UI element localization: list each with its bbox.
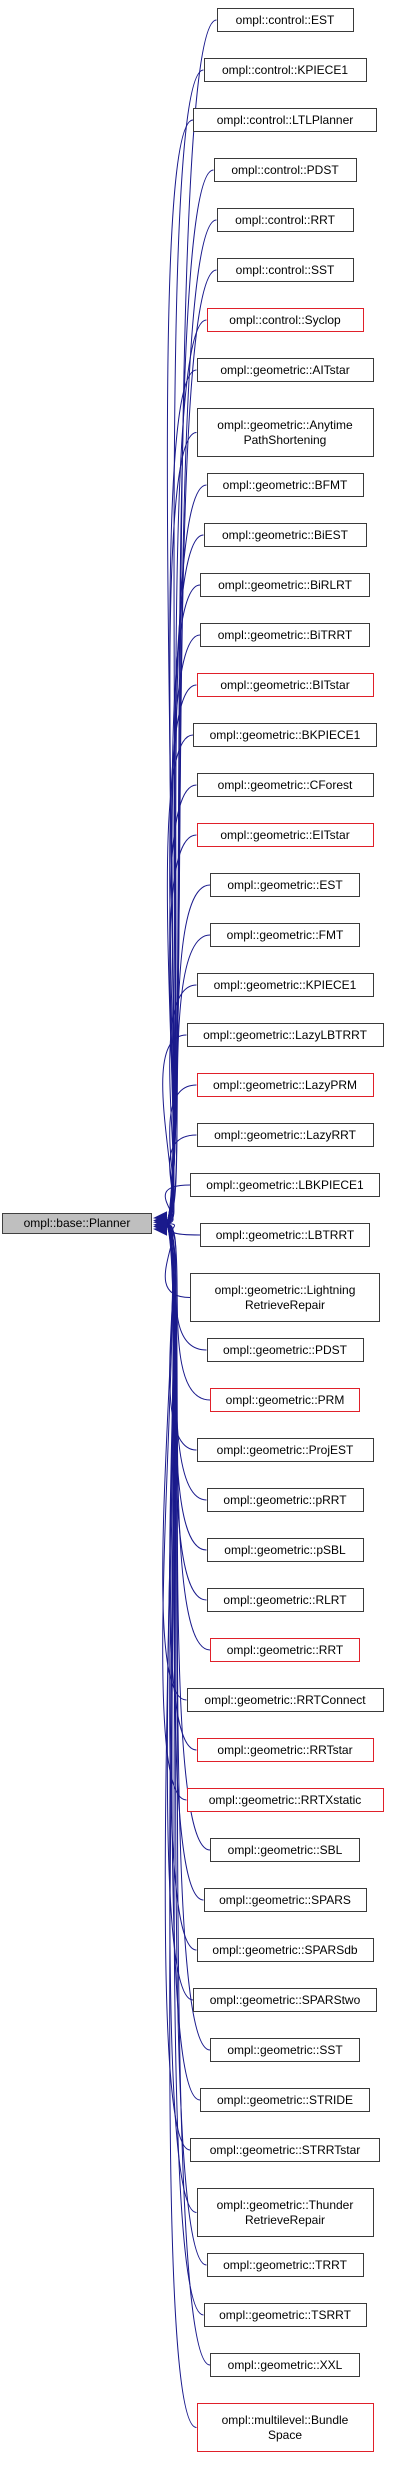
class-node-geometric-cforest[interactable]: ompl::geometric::CForest <box>196 773 374 797</box>
inheritance-edge <box>164 1223 211 1401</box>
class-node-geometric-lightning-retrieverepair[interactable]: ompl::geometric::Lightning RetrieveRepai… <box>190 1273 380 1322</box>
class-node-geometric-strrtstar[interactable]: ompl::geometric::STRRTstar <box>190 2138 380 2162</box>
class-node-geometric-pdst[interactable]: ompl::geometric::PDST <box>206 1338 364 1362</box>
inheritance-edge <box>164 1223 211 2366</box>
class-node-geometric-sparstwo[interactable]: ompl::geometric::SPARStwo <box>193 1988 377 2012</box>
class-node-geometric-sparsdb[interactable]: ompl::geometric::SPARSdb <box>196 1938 374 1962</box>
class-node-geometric-rrtstar[interactable]: ompl::geometric::RRTstar <box>196 1738 374 1762</box>
class-node-geometric-lbtrrt[interactable]: ompl::geometric::LBTRRT <box>200 1223 370 1247</box>
class-node-geometric-psbl[interactable]: ompl::geometric::pSBL <box>206 1538 364 1562</box>
class-node-geometric-bitstar[interactable]: ompl::geometric::BITstar <box>196 673 374 697</box>
class-node-geometric-prrt[interactable]: ompl::geometric::pRRT <box>206 1488 364 1512</box>
class-node-geometric-rlrt[interactable]: ompl::geometric::RLRT <box>206 1588 364 1612</box>
class-node-geometric-aitstar[interactable]: ompl::geometric::AITstar <box>196 358 374 382</box>
inheritance-edge <box>164 1223 197 2428</box>
inheritance-edge <box>164 1223 197 1451</box>
inheritance-edge <box>164 1084 197 1224</box>
class-node-geometric-stride[interactable]: ompl::geometric::STRIDE <box>200 2088 370 2112</box>
class-node-geometric-eitstar[interactable]: ompl::geometric::EITstar <box>196 823 374 847</box>
class-node-geometric-projest[interactable]: ompl::geometric::ProjEST <box>196 1438 374 1462</box>
class-node-geometric-lbkpiece1[interactable]: ompl::geometric::LBKPIECE1 <box>190 1173 380 1197</box>
inheritance-edge <box>164 119 194 1224</box>
root-node-planner: ompl::base::Planner <box>2 1213 152 1234</box>
class-node-geometric-thunder-retrieverepair[interactable]: ompl::geometric::Thunder RetrieveRepair <box>196 2188 374 2237</box>
inheritance-edge <box>164 1184 191 1224</box>
class-node-geometric-trrt[interactable]: ompl::geometric::TRRT <box>206 2253 364 2277</box>
class-node-geometric-tsrrt[interactable]: ompl::geometric::TSRRT <box>203 2303 367 2327</box>
class-node-geometric-rrtxstatic[interactable]: ompl::geometric::RRTXstatic <box>186 1788 384 1812</box>
class-node-geometric-lazyprm[interactable]: ompl::geometric::LazyPRM <box>196 1073 374 1097</box>
class-node-control-rrt[interactable]: ompl::control::RRT <box>216 208 354 232</box>
class-node-geometric-rrtconnect[interactable]: ompl::geometric::RRTConnect <box>186 1688 384 1712</box>
arrowhead-icon <box>153 1225 167 1236</box>
inheritance-edge <box>164 369 197 1224</box>
class-node-geometric-biest[interactable]: ompl::geometric::BiEST <box>203 523 367 547</box>
class-node-geometric-xxl[interactable]: ompl::geometric::XXL <box>210 2353 360 2377</box>
class-node-geometric-rrt[interactable]: ompl::geometric::RRT <box>210 1638 360 1662</box>
class-node-control-syclop[interactable]: ompl::control::Syclop <box>206 308 364 332</box>
class-node-geometric-sbl[interactable]: ompl::geometric::SBL <box>210 1838 360 1862</box>
class-node-geometric-anytime-pathshortening[interactable]: ompl::geometric::Anytime PathShortening <box>196 408 374 457</box>
class-node-geometric-bkpiece1[interactable]: ompl::geometric::BKPIECE1 <box>193 723 377 747</box>
class-node-control-kpiece1[interactable]: ompl::control::KPIECE1 <box>203 58 367 82</box>
class-node-geometric-lazyrrt[interactable]: ompl::geometric::LazyRRT <box>196 1123 374 1147</box>
class-node-geometric-prm[interactable]: ompl::geometric::PRM <box>210 1388 360 1412</box>
class-node-geometric-kpiece1[interactable]: ompl::geometric::KPIECE1 <box>196 973 374 997</box>
class-node-geometric-bfmt[interactable]: ompl::geometric::BFMT <box>206 473 364 497</box>
class-node-geometric-est[interactable]: ompl::geometric::EST <box>210 873 360 897</box>
class-node-control-ltlplanner[interactable]: ompl::control::LTLPlanner <box>193 108 377 132</box>
class-node-geometric-bitrrt[interactable]: ompl::geometric::BiTRRT <box>200 623 370 647</box>
class-node-geometric-birlrt[interactable]: ompl::geometric::BiRLRT <box>200 573 370 597</box>
class-node-multilevel-bundle-space[interactable]: ompl::multilevel::Bundle Space <box>196 2403 374 2452</box>
class-node-control-pdst[interactable]: ompl::control::PDST <box>213 158 357 182</box>
class-node-geometric-lazylbtrrt[interactable]: ompl::geometric::LazyLBTRRT <box>186 1023 384 1047</box>
class-node-geometric-spars[interactable]: ompl::geometric::SPARS <box>203 1888 367 1912</box>
class-node-control-est[interactable]: ompl::control::EST <box>216 8 354 32</box>
inheritance-edge <box>164 1134 197 1224</box>
class-node-geometric-fmt[interactable]: ompl::geometric::FMT <box>210 923 360 947</box>
class-node-control-sst[interactable]: ompl::control::SST <box>216 258 354 282</box>
class-node-geometric-sst[interactable]: ompl::geometric::SST <box>210 2038 360 2062</box>
